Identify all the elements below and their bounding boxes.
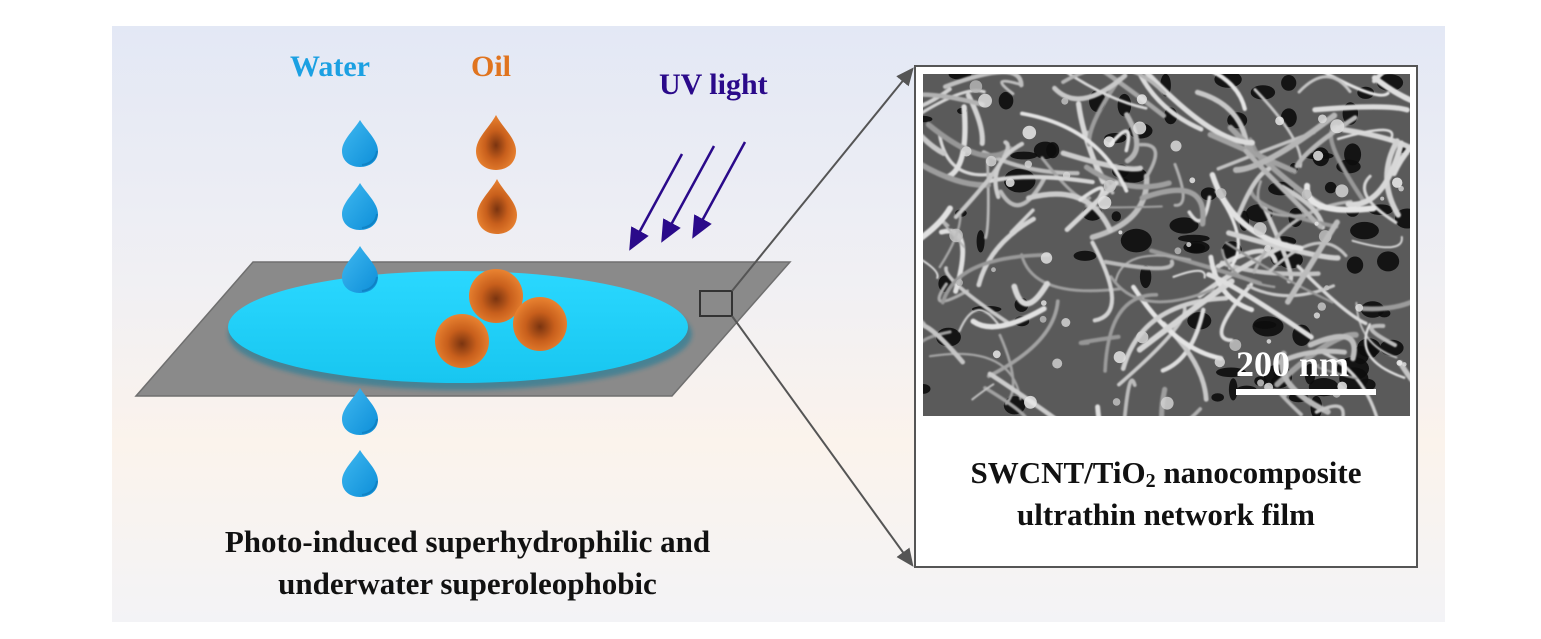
film-caption-prefix: SWCNT/TiO	[970, 455, 1146, 490]
sem-micrograph	[923, 74, 1410, 416]
film-caption-line2: ultrathin network film	[1017, 497, 1315, 532]
zoom-connector-lines	[731, 67, 914, 567]
scale-bar	[1236, 389, 1376, 395]
water-drops-upper	[341, 119, 379, 294]
water-drops-lower	[341, 387, 379, 498]
oil-droplets-resting	[435, 269, 567, 368]
membrane-caption-line2: underwater superoleophobic	[278, 566, 657, 601]
uv-light-label: UV light	[659, 68, 768, 101]
film-caption-subscript: 2	[1145, 470, 1156, 492]
zoom-region-marker	[699, 290, 733, 317]
membrane-caption: Photo-induced superhydrophilic and under…	[135, 521, 800, 605]
scale-bar-label: 200 nm	[1236, 344, 1350, 384]
film-caption: SWCNT/TiO2 nanocomposite ultrathin netwo…	[914, 452, 1418, 536]
uv-light-arrows	[629, 141, 747, 251]
oil-drops-falling	[476, 115, 517, 234]
film-caption-suffix: nanocomposite	[1155, 455, 1362, 490]
sem-network-texture	[923, 74, 1410, 416]
oil-label: Oil	[471, 50, 512, 83]
water-label: Water	[290, 50, 370, 83]
membrane-caption-line1: Photo-induced superhydrophilic and	[224, 524, 711, 559]
film-caption-line1: SWCNT/TiO2 nanocomposite	[914, 452, 1418, 494]
